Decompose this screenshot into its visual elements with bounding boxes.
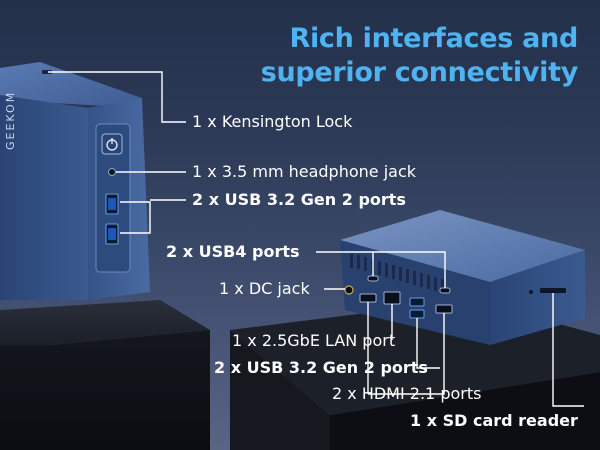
callout-dc-jack: 1 x DC jack	[219, 279, 310, 298]
callout-usb-rear: 2 x USB 3.2 Gen 2 ports	[214, 358, 428, 377]
callout-headphone-jack: 1 x 3.5 mm headphone jack	[192, 162, 417, 181]
headline-line-1: Rich interfaces and	[289, 23, 578, 54]
headline-line-2: superior connectivity	[260, 57, 579, 88]
callout-lines	[48, 71, 584, 407]
callout-lan-port: 1 x 2.5GbE LAN port	[232, 331, 396, 350]
callout-sd-card: 1 x SD card reader	[410, 411, 578, 430]
device-brand-logo: GEEKOM	[4, 90, 17, 150]
callout-kensington-lock: 1 x Kensington Lock	[192, 112, 353, 131]
right-device	[340, 210, 585, 345]
callout-hdmi: 2 x HDMI 2.1 ports	[332, 384, 482, 403]
left-device	[0, 62, 150, 300]
callout-usb-front: 2 x USB 3.2 Gen 2 ports	[192, 190, 406, 209]
headline: Rich interfaces and superior connectivit…	[260, 22, 579, 90]
callout-usb4: 2 x USB4 ports	[166, 242, 300, 261]
left-pedestal	[0, 300, 210, 450]
